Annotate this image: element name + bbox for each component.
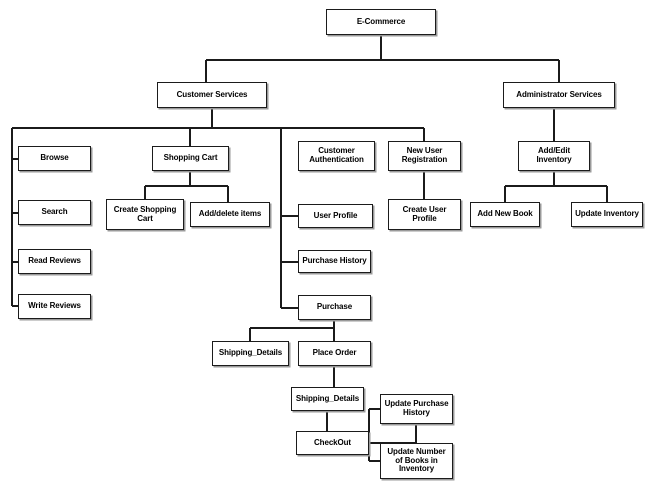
node-label: User Profile [313,210,358,220]
node-label: Read Reviews [28,256,81,266]
node-add-new-book[interactable]: Add New Book [470,202,540,227]
node-purchase-history[interactable]: Purchase History [298,250,371,273]
node-update-number-of-books[interactable]: Update Number of Books in Inventory [380,443,453,479]
node-browse[interactable]: Browse [18,146,91,171]
node-label: Purchase [316,302,353,312]
node-new-user-registration[interactable]: New User Registration [388,141,461,171]
node-label: Shipping_Details [218,348,283,358]
node-label: New User Registration [401,146,448,164]
node-label: Customer Services [176,89,248,99]
node-label: Update Inventory [575,209,639,219]
node-add-edit-inventory[interactable]: Add/Edit Inventory [518,141,590,171]
node-create-shopping-cart[interactable]: Create Shopping Cart [106,199,184,230]
node-label: Purchase History [302,256,367,266]
node-label: E-Commerce [356,16,406,26]
node-label: Add/Edit Inventory [536,146,572,164]
node-label: Administrator Services [516,89,602,99]
node-label: Add New Book [477,209,533,219]
node-label: Place Order [312,348,357,358]
node-place-order[interactable]: Place Order [298,341,371,366]
node-label: Shopping Cart [163,153,218,163]
node-customer-services[interactable]: Customer Services [157,82,267,108]
node-label: Write Reviews [28,301,81,311]
node-read-reviews[interactable]: Read Reviews [18,249,91,274]
node-user-profile[interactable]: User Profile [298,204,373,228]
node-shipping-details-2[interactable]: Shipping_Details [291,387,364,411]
node-add-delete-items[interactable]: Add/delete items [190,202,270,227]
node-create-user-profile[interactable]: Create User Profile [388,199,461,230]
node-administrator-services[interactable]: Administrator Services [503,82,615,108]
node-label: Customer Authentication [309,146,364,164]
node-label: Browse [40,153,69,163]
node-search[interactable]: Search [18,200,91,225]
node-label: Search [41,207,68,217]
node-label: Add/delete items [198,209,262,219]
node-label: CheckOut [314,437,351,447]
node-customer-authentication[interactable]: Customer Authentication [298,141,375,171]
node-label: Update Purchase History [384,399,449,417]
node-shipping-details-1[interactable]: Shipping_Details [212,341,289,366]
node-write-reviews[interactable]: Write Reviews [18,294,91,319]
node-label: Create Shopping Cart [113,204,177,223]
node-shopping-cart[interactable]: Shopping Cart [152,146,229,171]
node-update-purchase-history[interactable]: Update Purchase History [380,394,453,424]
node-label: Update Number of Books in Inventory [387,446,446,474]
node-update-inventory[interactable]: Update Inventory [571,202,643,227]
node-label: Shipping_Details [295,393,360,403]
node-purchase[interactable]: Purchase [298,295,371,320]
node-checkout[interactable]: CheckOut [296,431,369,455]
node-label: Create User Profile [402,204,447,223]
node-e-commerce[interactable]: E-Commerce [326,9,436,35]
